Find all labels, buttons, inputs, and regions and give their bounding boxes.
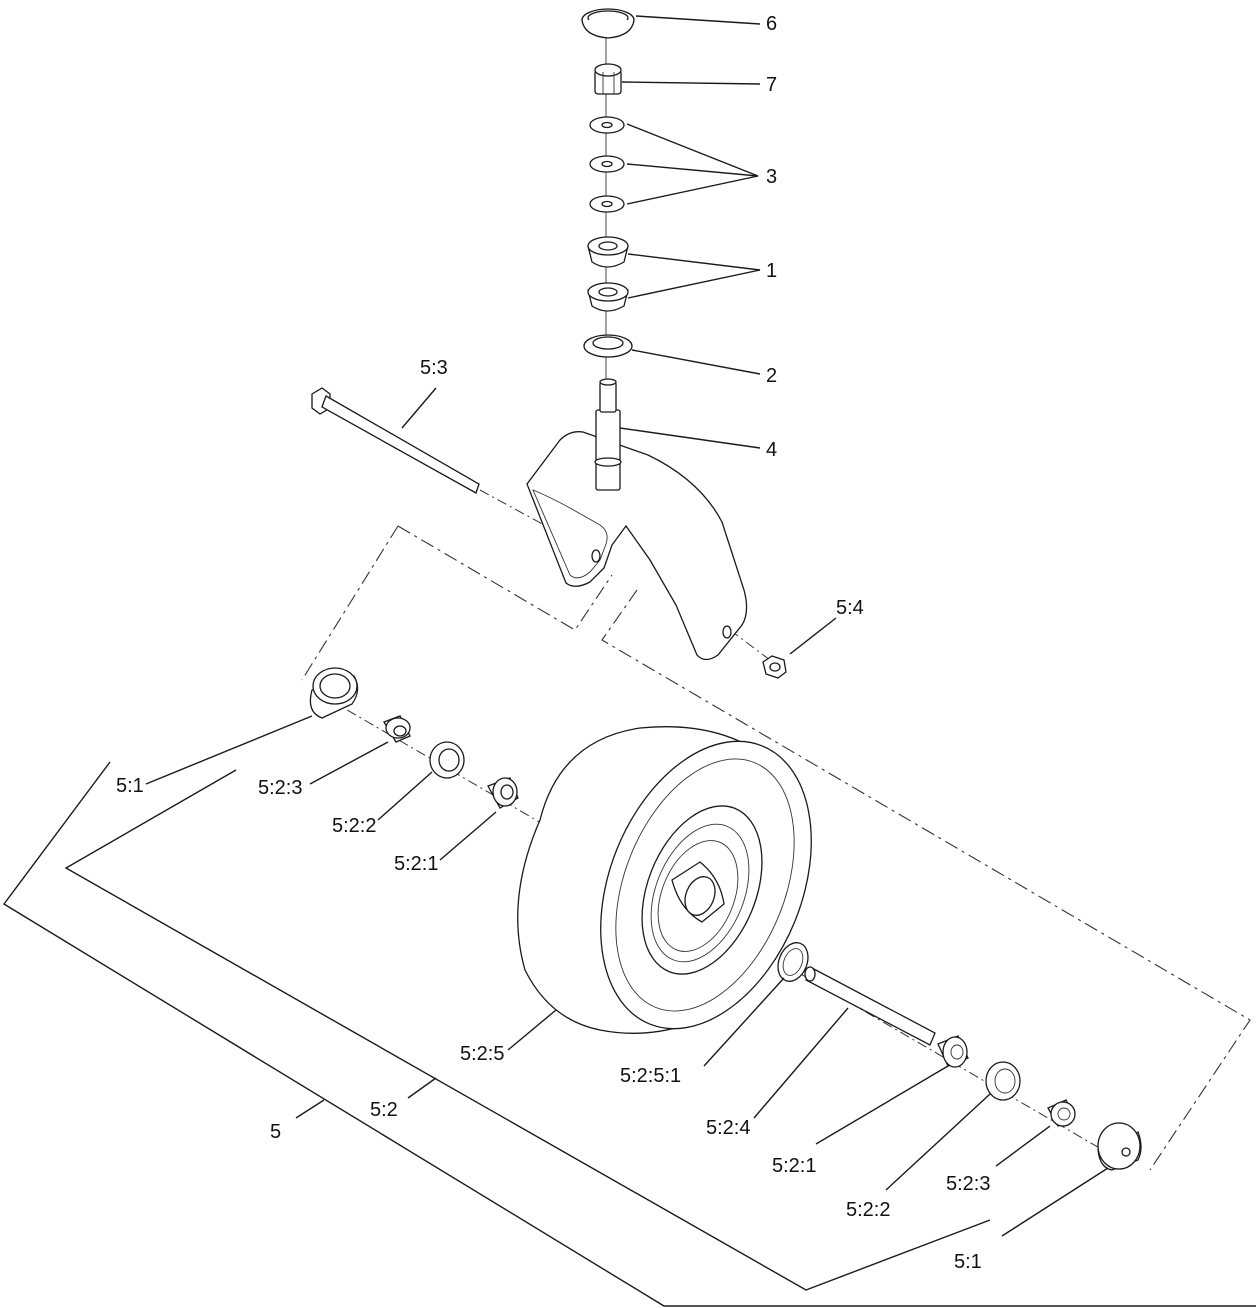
label-5-2-2-left: 5:2:2	[332, 815, 376, 837]
leader-lines	[145, 15, 1109, 1237]
sleeve-part-5-2-5-1	[777, 942, 809, 982]
assembly-line-fork-right	[601, 589, 1251, 1171]
label-1: 1	[766, 260, 777, 282]
washers-part-3	[589, 116, 625, 213]
label-5-2-2-right: 5:2:2	[846, 1199, 890, 1221]
assembly-line-fork-left	[397, 525, 613, 631]
label-6: 6	[766, 13, 777, 35]
bushing-right-part-5-2-3	[1047, 1099, 1076, 1127]
label-5-2-5: 5:2:5	[460, 1043, 504, 1065]
locknut-part-5-4	[762, 655, 787, 679]
label-5-1-right: 5:1	[954, 1251, 982, 1273]
label-5-1-left: 5:1	[116, 775, 144, 797]
bearing-left-part-5-2-1	[487, 777, 519, 809]
label-5-2-4: 5:2:4	[706, 1117, 750, 1139]
spacer-left-part-5-1	[309, 667, 359, 719]
bushing-left-part-5-2-3	[383, 715, 411, 743]
wheel-tire-part-5-2-5	[517, 726, 812, 1034]
label-5-2-3-right: 5:2:3	[946, 1173, 990, 1195]
bearing-right-part-5-2-1	[937, 1035, 969, 1068]
label-2: 2	[766, 365, 777, 387]
label-5-2-5-1: 5:2:5:1	[620, 1065, 681, 1087]
label-5: 5	[270, 1121, 281, 1143]
bearings-part-1	[587, 236, 629, 312]
label-5-2: 5:2	[370, 1099, 398, 1121]
label-5-2-1-left: 5:2:1	[394, 853, 438, 875]
label-5-2-1-right: 5:2:1	[772, 1155, 816, 1177]
nut-part-7	[594, 63, 622, 95]
label-5-4: 5:4	[836, 597, 864, 619]
bracket-5	[2, 761, 1256, 1307]
label-3: 3	[766, 166, 777, 188]
cap-part-6	[581, 8, 635, 39]
spacer-right-part-5-1	[1097, 1122, 1142, 1171]
bracket-5-2	[64, 769, 991, 1291]
label-5-3: 5:3	[420, 357, 448, 379]
race-right-part-5-2-2	[985, 1061, 1021, 1101]
race-part-2	[583, 334, 633, 358]
label-5-2-3-left: 5:2:3	[258, 777, 302, 799]
fork-spindle-part-4	[526, 378, 748, 661]
leader-5	[295, 1099, 325, 1119]
label-4: 4	[766, 439, 777, 461]
assembly-line-left	[301, 525, 399, 681]
bolt-part-5-3	[311, 387, 480, 494]
label-7: 7	[766, 74, 777, 96]
axle-part-5-2-4	[804, 966, 936, 1046]
leader-5-2	[407, 1077, 437, 1099]
race-left-part-5-2-2	[429, 741, 465, 779]
nut-axis	[729, 629, 771, 661]
